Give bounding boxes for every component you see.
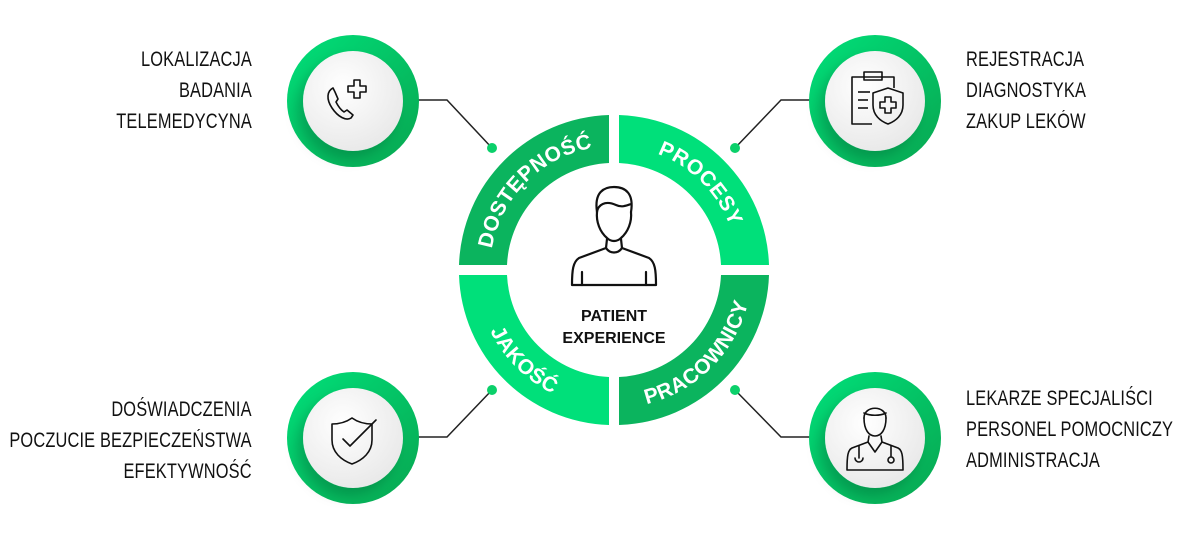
center-title-line1: PATIENT	[581, 308, 647, 325]
patient-icon	[570, 185, 658, 287]
label-line: LEKARZE SPECJALIŚCI	[966, 387, 1153, 410]
ring	[459, 115, 769, 425]
label-line: ADMINISTRACJA	[966, 449, 1100, 472]
label-line: BADANIA	[178, 79, 252, 102]
badge-bottom-right	[809, 372, 941, 504]
shield-check-icon	[331, 417, 377, 465]
connector-dots	[487, 143, 740, 395]
badge-top-right	[809, 35, 941, 167]
label-line: LOKALIZACJA	[141, 48, 252, 71]
label-line: DOŚWIADCZENIA	[111, 398, 252, 421]
top-left-labels: LOKALIZACJA BADANIA TELEMEDYCYNA	[78, 44, 252, 137]
segment-jakosc	[459, 275, 609, 425]
top-right-labels: REJESTRACJA DIAGNOSTYKA ZAKUP LEKÓW	[966, 44, 1120, 137]
badge-bottom-left	[287, 372, 419, 504]
badge-top-left	[287, 35, 419, 167]
clipboard-shield-icon	[851, 71, 904, 125]
segment-pracownicy	[619, 275, 769, 425]
bottom-left-labels: DOŚWIADCZENIA POCZUCIE BEZPIECZEŃSTWA EF…	[0, 394, 252, 487]
label-line: DIAGNOSTYKA	[966, 79, 1087, 102]
segment-dostepnosc	[459, 115, 609, 265]
bottom-right-labels: LEKARZE SPECJALIŚCI PERSONEL POMOCNICZY …	[966, 383, 1190, 476]
label-line: TELEMEDYCYNA	[116, 110, 252, 133]
center-title-line2: EXPERIENCE	[562, 330, 665, 347]
label-line: EFEKTYWNOŚĆ	[123, 460, 252, 483]
telemedicine-phone-plus-icon	[327, 79, 367, 120]
label-line: REJESTRACJA	[966, 48, 1085, 71]
label-line: POCZUCIE BEZPIECZEŃSTWA	[9, 429, 252, 452]
connector-lines	[418, 99, 810, 438]
label-line: ZAKUP LEKÓW	[966, 110, 1086, 133]
segment-procesy	[619, 115, 769, 265]
doctor-icon	[846, 407, 904, 471]
label-line: PERSONEL POMOCNICZY	[966, 418, 1174, 441]
